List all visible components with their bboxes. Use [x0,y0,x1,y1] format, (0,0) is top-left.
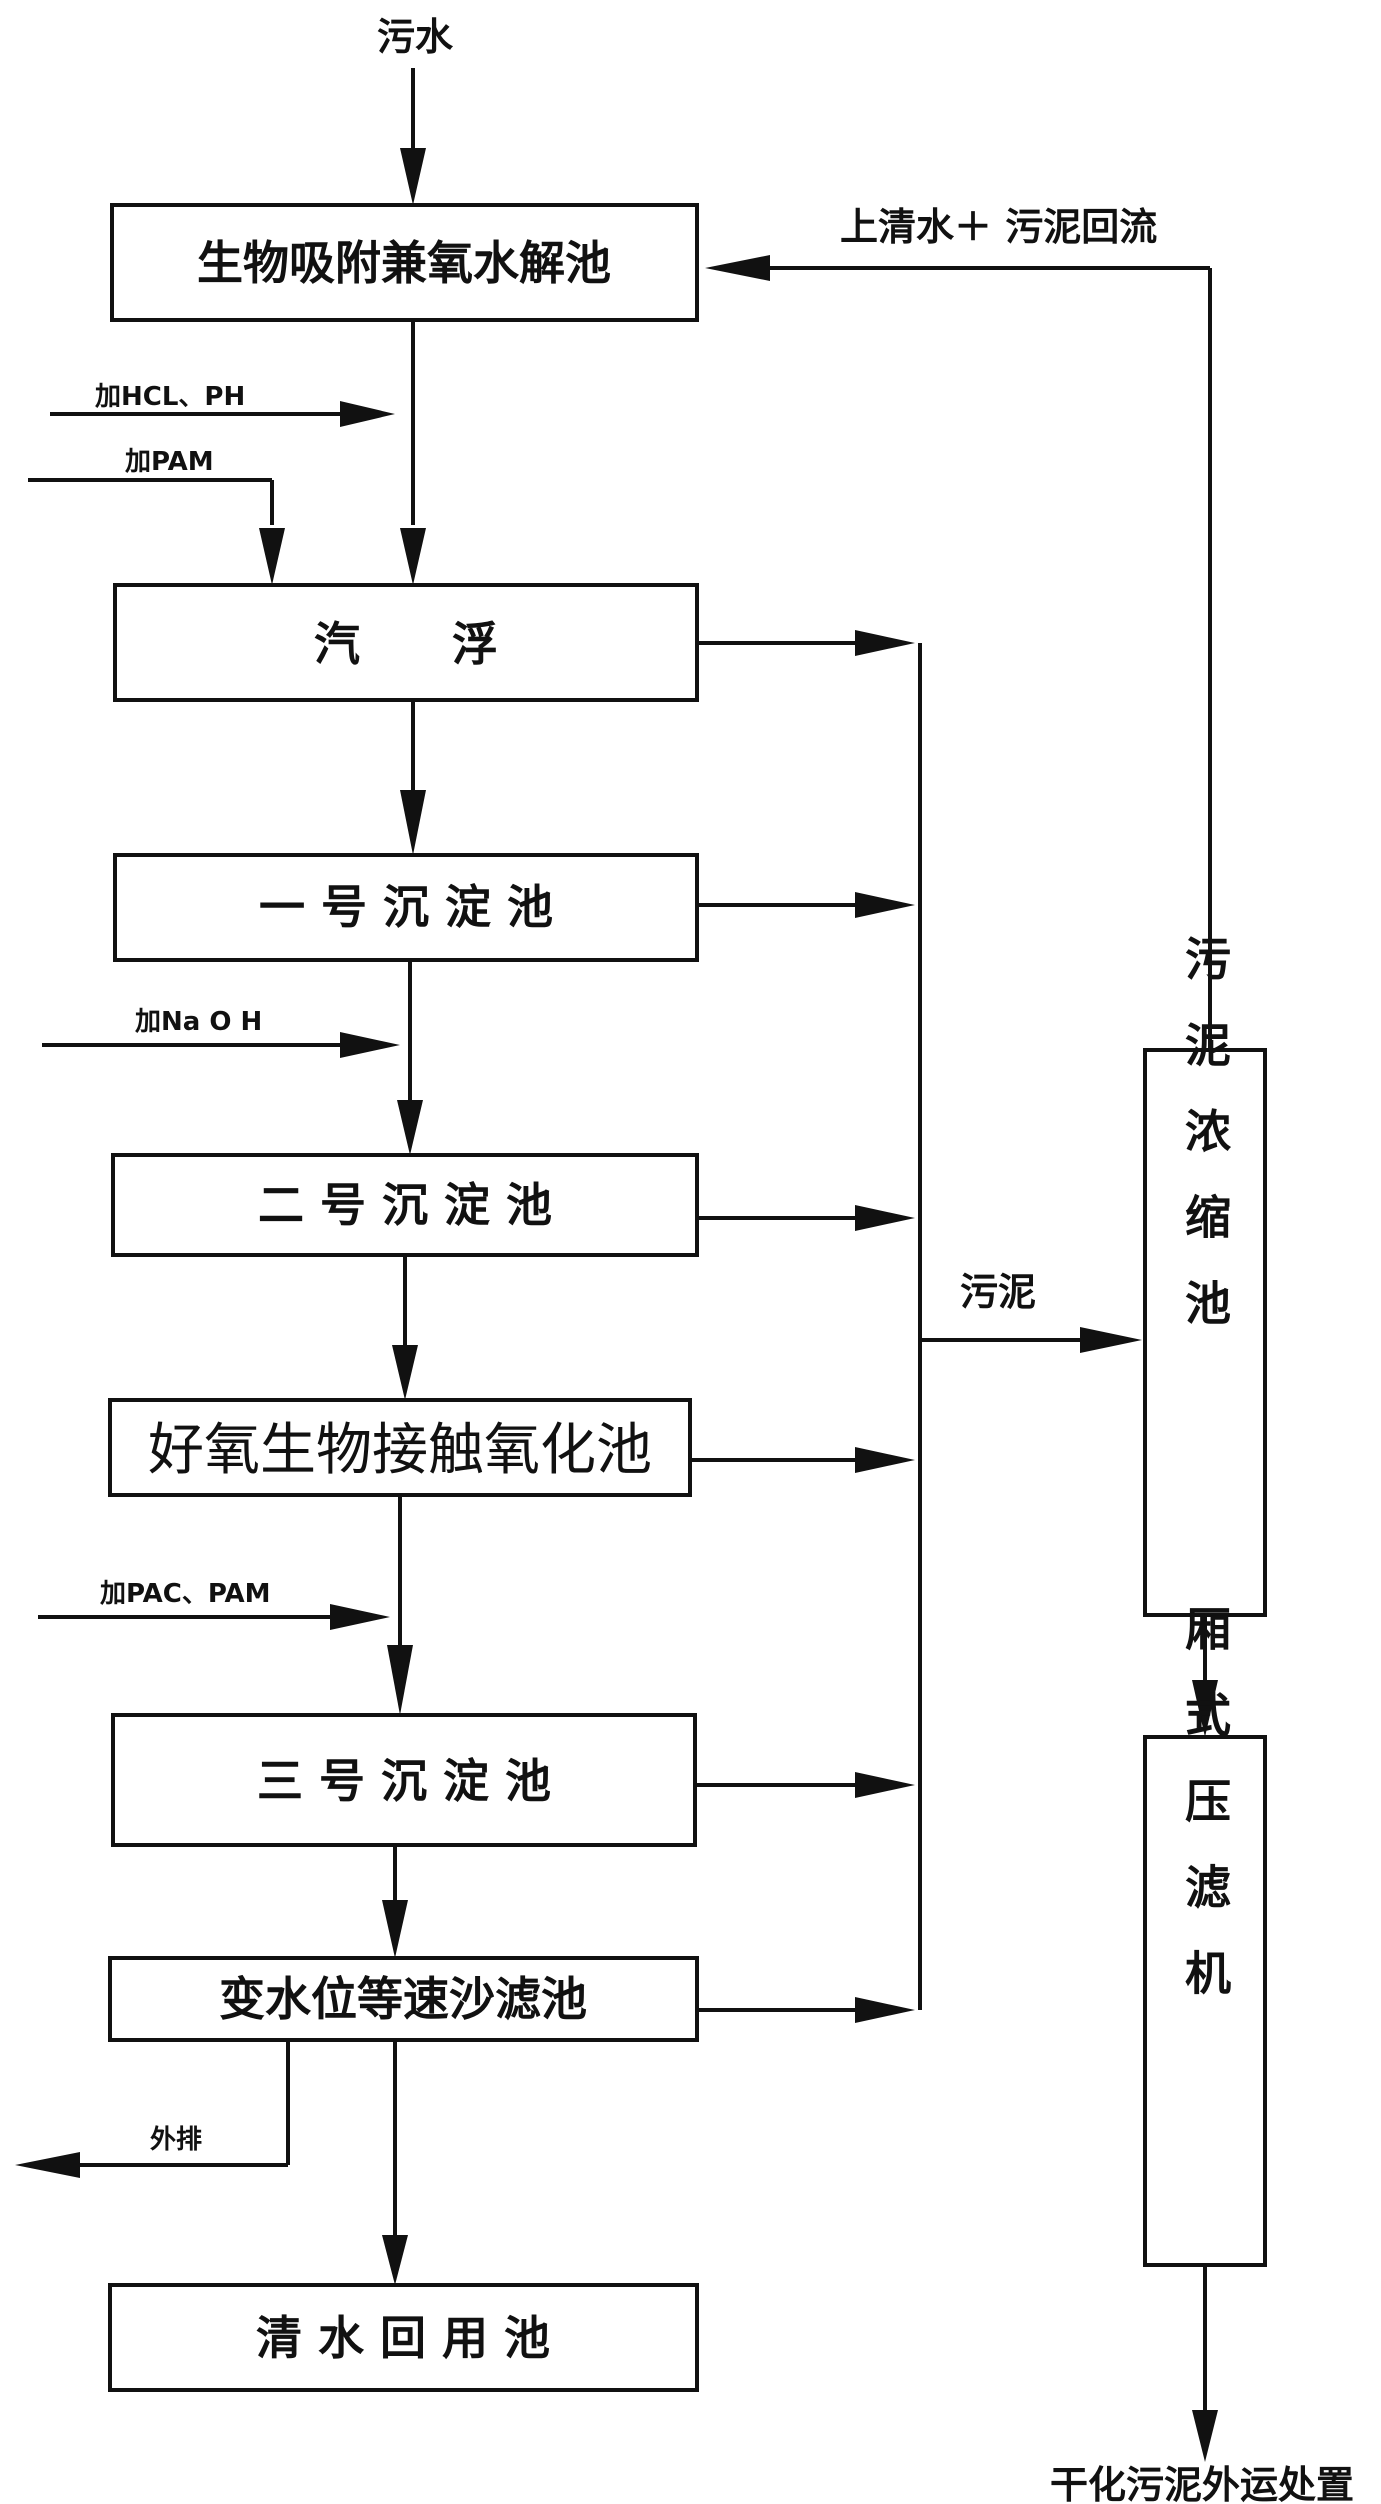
node-aerobic: 好氧生物接触氧化池 [108,1398,692,1497]
node-settle-2: 二 号 沉 淀 池 [111,1153,699,1257]
arrowhead [855,1205,915,1231]
node-label: 三 号 沉 淀 池 [257,1754,551,1808]
node-label: 二 号 沉 淀 池 [258,1178,552,1232]
arrowhead [1080,1327,1142,1353]
node-thickener: 污泥浓缩池 [1143,935,1267,1617]
node-label: 好氧生物接触氧化池 [148,1418,652,1483]
arrowheads [15,148,1218,2462]
dosing-label-pac: 加PAC、PAM [100,1579,271,1609]
arrowhead [15,2152,80,2178]
arrowhead [855,1772,915,1798]
node-settle-1: 一 号 沉 淀 池 [113,853,699,962]
dosing-label-hcl: 加HCL、PH [95,382,245,412]
arrowhead [340,1032,400,1058]
node-air-float: 汽 浮 [113,583,699,702]
arrowhead [382,1900,408,1958]
arrowhead [1192,1680,1218,1737]
arrowhead [400,528,426,585]
arrowhead [340,401,395,427]
node-label: 汽 浮 [314,617,498,671]
node-sand-filter: 变水位等速沙滤池 [108,1956,699,2042]
node-label: 一 号 沉 淀 池 [259,880,553,934]
arrowhead [855,892,915,918]
arrowhead [855,630,915,656]
node-label: 清 水 回 用 池 [256,2311,550,2365]
connectors [28,68,1212,2425]
node-label: 厢式压滤机 [1178,1605,1232,2035]
node-label: 生物吸附兼氧水解池 [197,236,611,290]
input-label: 污水 [377,15,454,59]
dosing-label-pam: 加PAM [125,447,214,477]
arrowhead [259,528,285,585]
node-press: 厢式压滤机 [1143,1605,1267,2267]
discharge-label: 外排 [150,2125,202,2155]
arrowhead [400,790,426,855]
arrowhead [855,1997,915,2023]
node-settle-3: 三 号 沉 淀 池 [111,1713,697,1847]
output-label: 干化污泥外运处置 [1050,2463,1354,2504]
arrowhead [330,1604,390,1630]
node-bio-tank: 生物吸附兼氧水解池 [110,203,699,322]
arrowhead [382,2235,408,2285]
arrowhead [387,1645,413,1715]
dosing-label-naoh: 加Na O H [135,1007,262,1037]
arrowhead [397,1100,423,1155]
arrowhead [400,148,426,205]
arrowhead [855,1447,915,1473]
node-label: 变水位等速沙滤池 [219,1972,587,2026]
arrowhead [392,1345,418,1400]
return-flow-label: 上清水＋ 污泥回流 [840,205,1157,249]
node-label: 污泥浓缩池 [1178,935,1232,1365]
arrowhead [1192,2410,1218,2462]
node-reuse-tank: 清 水 回 用 池 [108,2283,699,2392]
sludge-label: 污泥 [960,1270,1036,1314]
arrowhead [705,255,770,281]
